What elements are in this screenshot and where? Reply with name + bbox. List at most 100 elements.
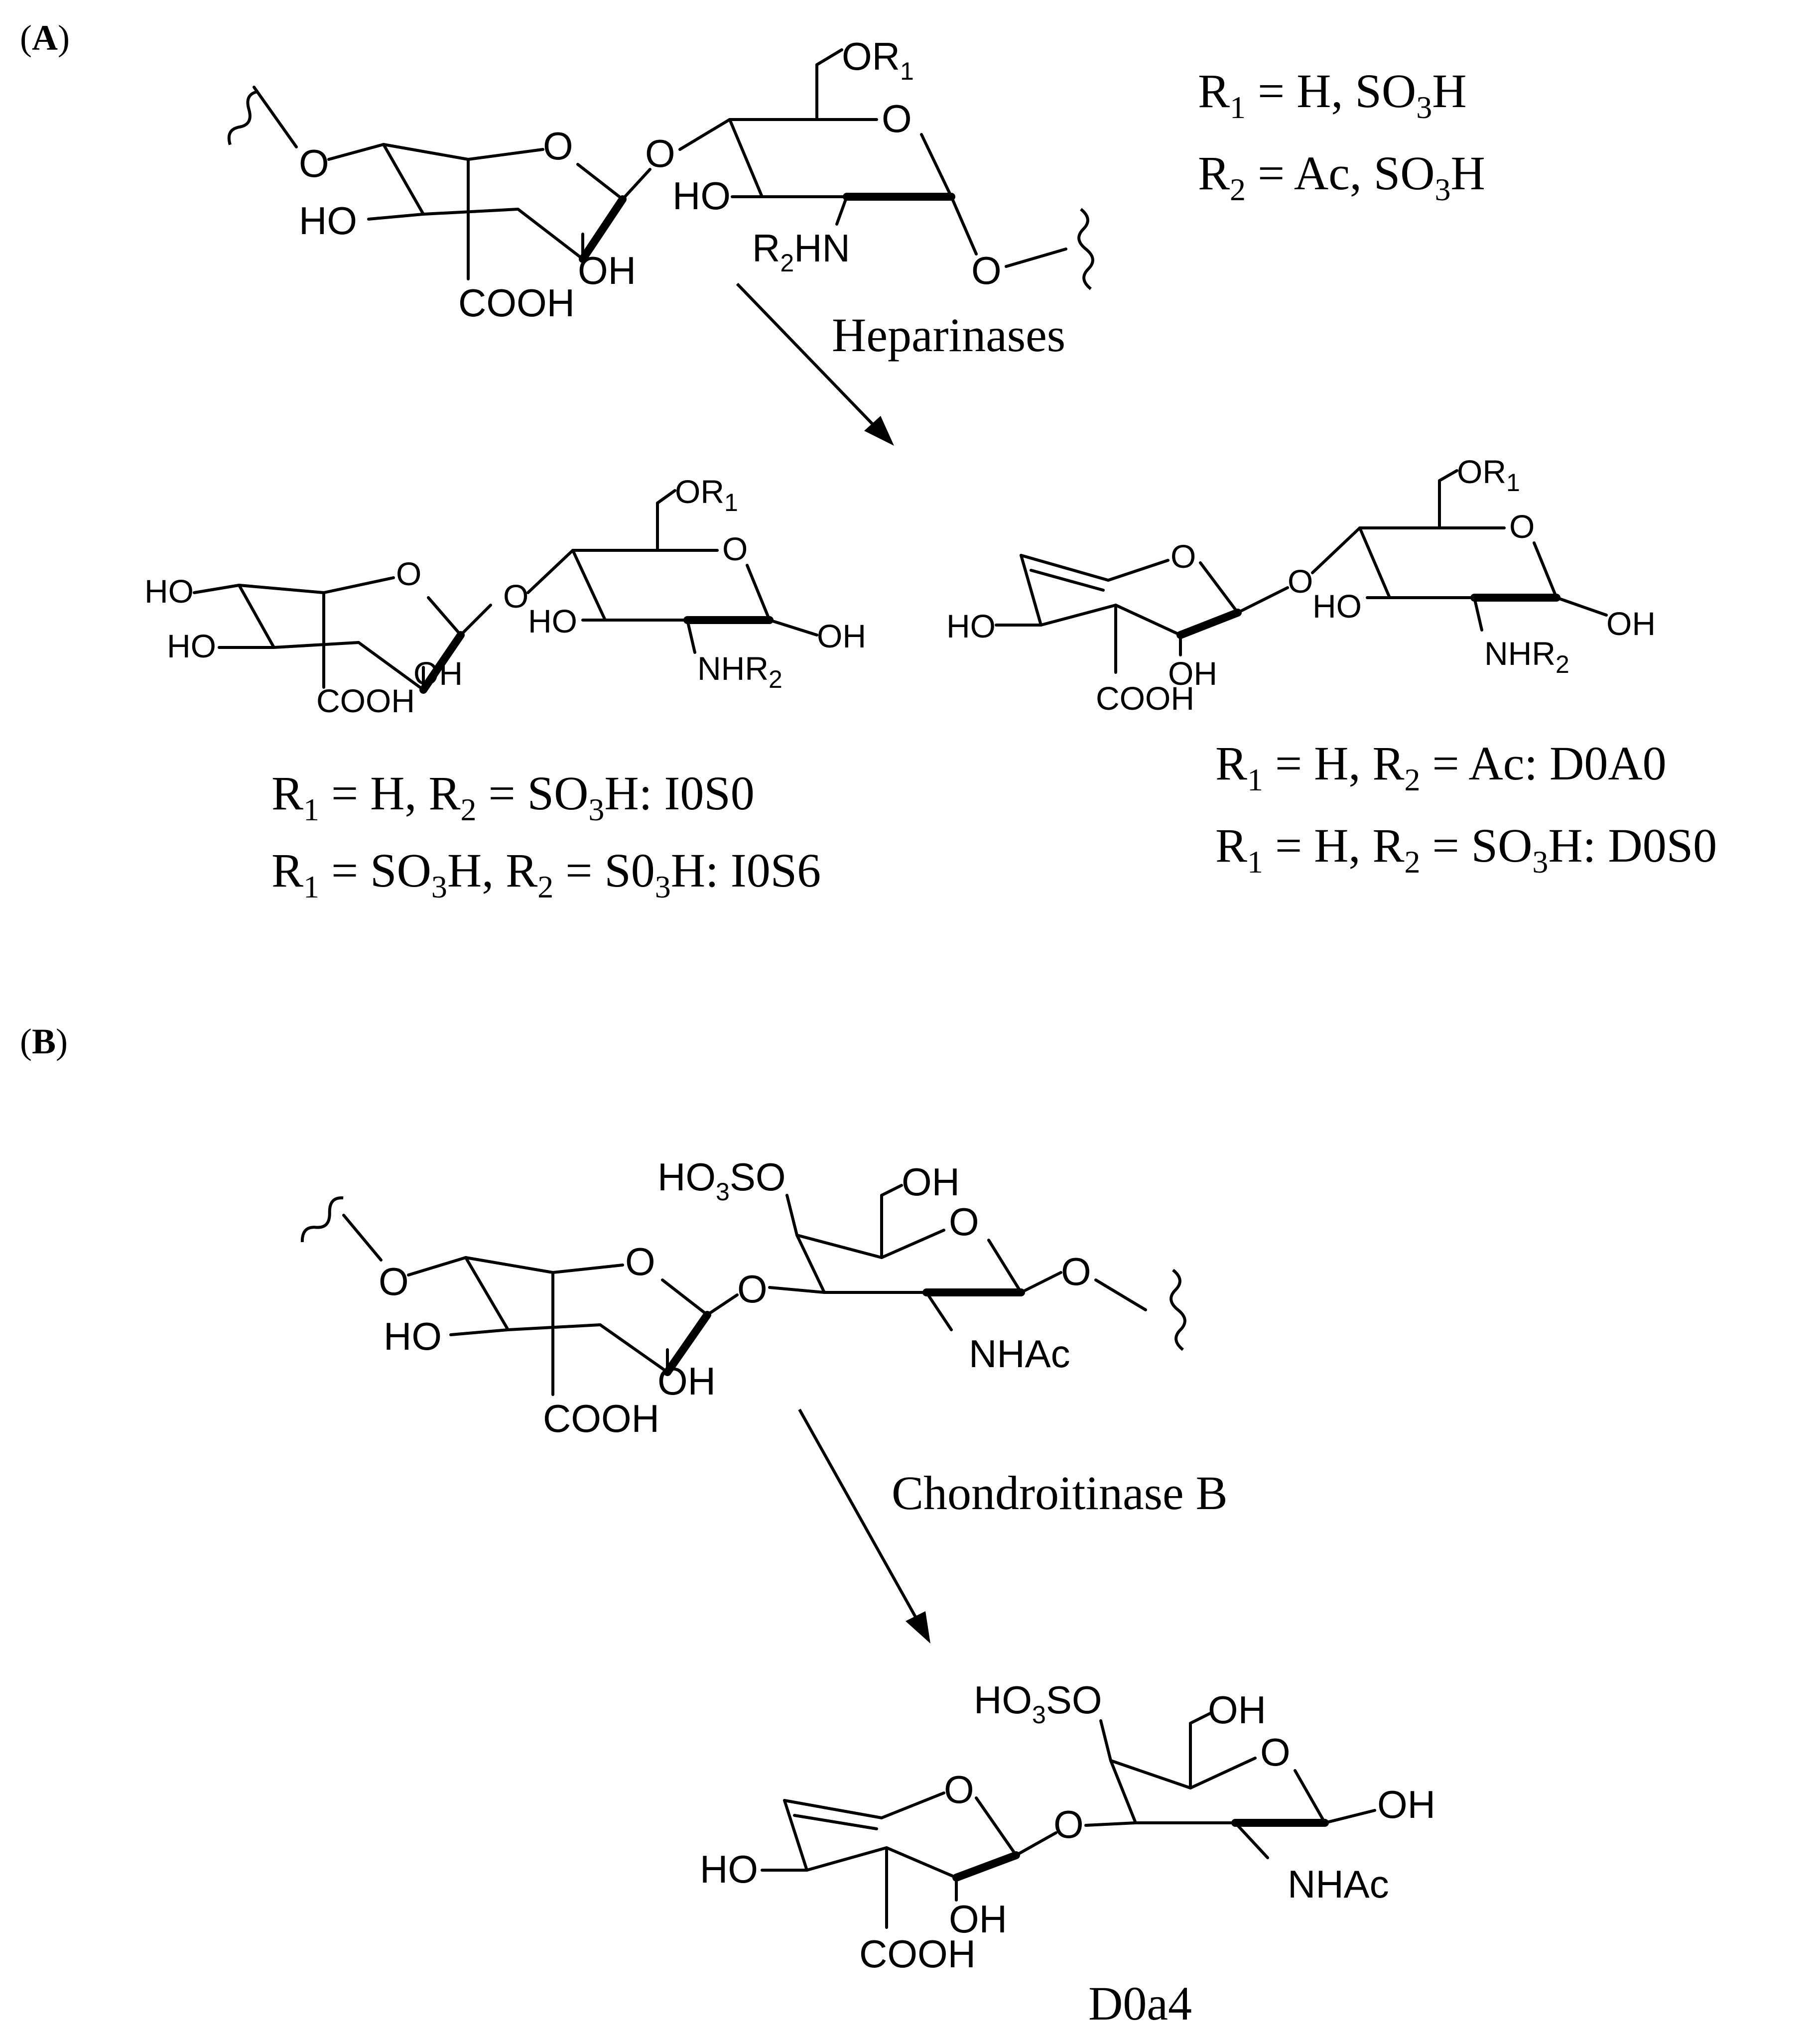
wavy-bond-left — [300, 1196, 344, 1242]
bond — [272, 641, 360, 649]
bond — [795, 1234, 883, 1259]
atom-nhac: NHAc — [1288, 1862, 1389, 1906]
bond — [835, 195, 848, 226]
bond — [579, 195, 627, 263]
atom-oh: OH — [657, 1359, 716, 1403]
bond — [885, 1846, 958, 1879]
atom-cooh: COOH — [316, 682, 415, 719]
product-d0a4: O HO OH COOH O O OH HO3SO NHAc OH — [700, 1678, 1435, 1976]
arrowhead — [906, 1611, 930, 1644]
bond — [1099, 1719, 1112, 1762]
atom-oh: OH — [902, 1160, 960, 1204]
atom-o-link-left: O — [299, 141, 329, 185]
bond — [193, 584, 241, 594]
atom-oh: OH — [1377, 1782, 1435, 1826]
bond — [382, 143, 425, 216]
atom-oh: OH — [1606, 605, 1656, 642]
panel-label-a: (A) — [20, 18, 70, 58]
atom-nhr2: NHR2 — [697, 650, 782, 693]
atom-r2hn: R2HN — [752, 226, 850, 277]
atom-o-link-right: O — [971, 249, 1002, 292]
bond — [427, 596, 462, 636]
dermatan-sulfate-substrate: O O HO OH COOH O O OH HO3SO NHAc O — [300, 1155, 1186, 1440]
bond — [950, 195, 978, 255]
bond — [706, 1293, 739, 1316]
bond — [1107, 559, 1170, 582]
bond — [407, 1256, 467, 1276]
label-d0s0: R1 = H, R2 = SO3H: D0S0 — [1215, 819, 1717, 880]
bond — [1084, 1821, 1137, 1827]
bond — [987, 1239, 1023, 1294]
atom-nhr2: NHR2 — [1484, 635, 1569, 678]
atom-ho3so: HO3SO — [657, 1155, 786, 1206]
bond — [1109, 1759, 1192, 1789]
atom-or1: OR1 — [1457, 453, 1520, 497]
bond — [1094, 1278, 1147, 1311]
bond — [815, 48, 843, 66]
product-idoA-glcN: HO O HO OH COOH O O OR1 HO NHR2 OH — [144, 473, 866, 719]
bond — [975, 1796, 1018, 1857]
atom-ho3so: HO3SO — [974, 1678, 1102, 1729]
atom-ho: HO — [700, 1847, 758, 1891]
label-i0s0: R1 = H, R2 = SO3H: I0S0 — [271, 766, 755, 827]
wavy-bond-right — [1077, 208, 1094, 290]
bond — [1176, 609, 1242, 639]
bond — [1473, 596, 1483, 632]
bond — [880, 1184, 903, 1197]
reaction-arrow-a — [736, 282, 878, 430]
bond — [1020, 554, 1110, 582]
atom-cooh: COOH — [1096, 680, 1194, 717]
bond — [1020, 554, 1042, 627]
heparin-disaccharide-substrate: O O HO OH COOH O O OR1 HO R2HN — [227, 34, 1094, 325]
atom-cooh: COOH — [543, 1397, 659, 1440]
bond — [464, 1256, 510, 1331]
bond — [783, 1799, 808, 1872]
bond — [1438, 469, 1458, 482]
bond — [663, 1311, 711, 1376]
label-d0a0: R1 = H, R2 = Ac: D0A0 — [1215, 737, 1667, 797]
bond — [805, 1846, 888, 1872]
bond — [678, 118, 731, 151]
atom-oh: OH — [817, 618, 866, 654]
bond — [1199, 561, 1239, 614]
label-d0a4: D0a4 — [1088, 1977, 1192, 2030]
atom-ho: HO — [528, 603, 577, 639]
bond — [661, 1278, 709, 1316]
bond — [382, 143, 470, 161]
bond — [728, 118, 764, 198]
atom-ho: HO — [946, 608, 996, 644]
bond — [920, 133, 953, 198]
atom-nhac: NHAc — [969, 1332, 1070, 1376]
bond — [367, 213, 425, 221]
bond — [1234, 1821, 1269, 1859]
atom-cooh: COOH — [859, 1932, 976, 1976]
ring-o-right: O — [882, 97, 912, 140]
atom-cooh: COOH — [458, 281, 575, 325]
bond — [576, 163, 624, 201]
bond — [1005, 248, 1067, 268]
bond — [599, 1323, 669, 1374]
bond — [526, 549, 574, 594]
bond — [795, 1234, 826, 1294]
bond — [464, 1256, 554, 1274]
bond — [1323, 1809, 1376, 1824]
bond — [253, 86, 298, 148]
bond — [1294, 1769, 1326, 1824]
bond — [467, 148, 544, 161]
ring-o-left: O — [543, 124, 573, 168]
bond — [419, 631, 465, 694]
atom-o-glycosidic: O — [503, 578, 528, 615]
bond — [1189, 1712, 1212, 1725]
wavy-bond-left — [227, 90, 259, 145]
product-deltaUA-glcN: O HO OH COOH O O OR1 HO NHR2 OH — [946, 453, 1656, 717]
bond — [656, 489, 676, 505]
bond — [422, 208, 520, 216]
atom-ho: HO — [144, 573, 194, 610]
ring-o: O — [949, 1200, 979, 1244]
ring-o: O — [1509, 508, 1535, 545]
atom-o-glycosidic: O — [645, 131, 675, 175]
bond — [238, 584, 275, 649]
bond — [1236, 586, 1289, 614]
bond — [1189, 1757, 1257, 1789]
